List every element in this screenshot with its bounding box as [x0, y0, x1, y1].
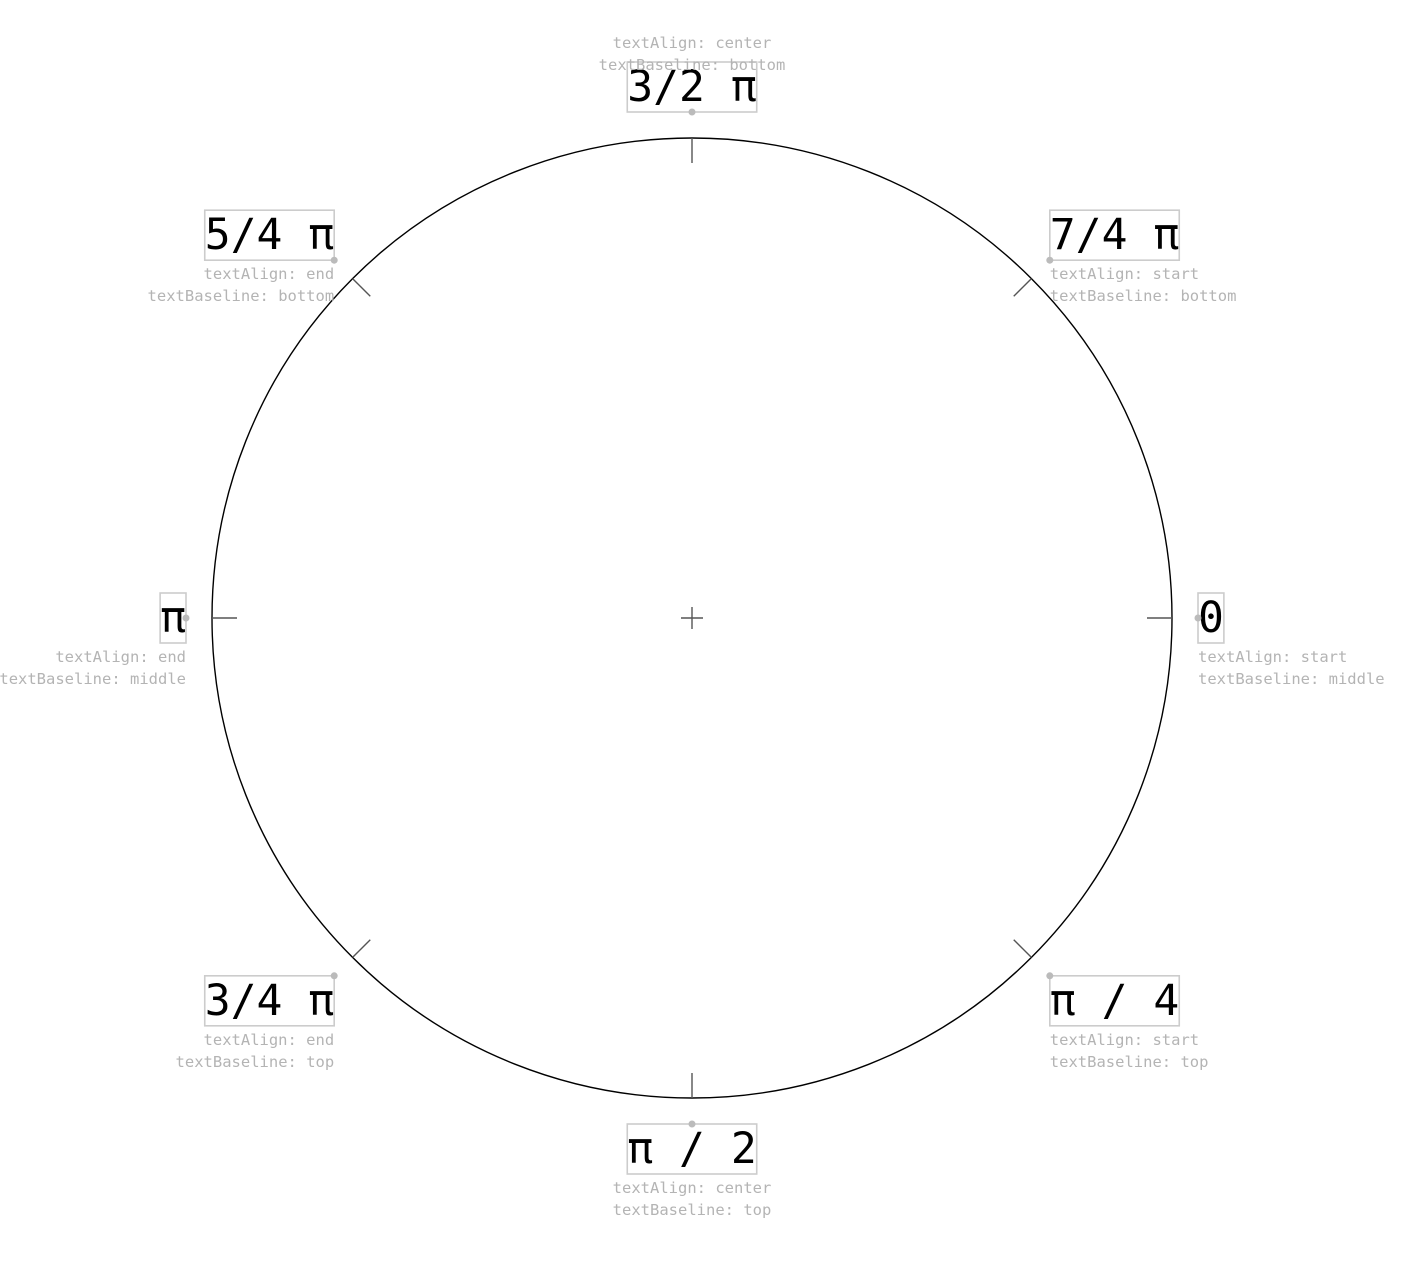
note-angle-3-2-pi-line-2: textBaseline: bottom [599, 56, 786, 74]
label-group-angle-3-4-pi: 3/4 π textAlign: end textBaseline: top [176, 972, 338, 1071]
note-angle-pi-over-2-line-1: textAlign: center [613, 1179, 772, 1197]
angle-labels: 0 textAlign: start textBaseline: middle π /… [0, 34, 1385, 1219]
anchor-dot-angle-3-2-pi [688, 108, 696, 116]
angle-label-angle-5-4-pi: 5/4 π [205, 210, 334, 260]
label-group-angle-3-2-pi: 3/2 π textAlign: center textBaseline: bott… [599, 34, 786, 116]
angle-label-angle-pi-over-4: π / 4 [1050, 976, 1179, 1026]
note-angle-5-4-pi-line-1: textAlign: end [204, 265, 335, 283]
angle-label-angle-pi-over-2: π / 2 [627, 1124, 756, 1174]
note-angle-7-4-pi-line-2: textBaseline: bottom [1050, 287, 1237, 305]
angle-label-angle-0: 0 [1198, 593, 1224, 643]
note-angle-3-4-pi-line-2: textBaseline: top [176, 1053, 335, 1071]
tick-angle-5-4-pi [352, 278, 371, 297]
label-box-angle-7-4-pi [1049, 209, 1181, 261]
label-group-angle-7-4-pi: 7/4 π textAlign: start textBaseline: botto… [1046, 209, 1237, 305]
label-group-angle-pi: π textAlign: end textBaseline: middle [0, 592, 190, 688]
note-angle-5-4-pi-line-2: textBaseline: bottom [148, 287, 335, 305]
anchor-dot-angle-5-4-pi [330, 256, 338, 264]
note-angle-0-line-2: textBaseline: middle [1198, 670, 1385, 688]
anchor-dot-angle-7-4-pi [1046, 256, 1054, 264]
label-group-angle-pi-over-2: π / 2 textAlign: center textBaseline: top [613, 1120, 772, 1219]
note-angle-3-2-pi-line-1: textAlign: center [613, 34, 772, 52]
note-angle-pi-over-2-line-2: textBaseline: top [613, 1201, 772, 1219]
label-group-angle-0: 0 textAlign: start textBaseline: middle [1194, 592, 1385, 688]
note-angle-pi-line-2: textBaseline: middle [0, 670, 186, 688]
center-crosshair [681, 607, 703, 629]
anchor-dot-angle-pi-over-2 [688, 1120, 696, 1128]
angle-label-angle-3-2-pi: 3/2 π [627, 62, 756, 112]
anchor-dot-angle-3-4-pi [330, 972, 338, 980]
anchor-dot-angle-pi [182, 614, 190, 622]
angle-label-angle-3-4-pi: 3/4 π [205, 976, 334, 1026]
label-group-angle-5-4-pi: 5/4 π textAlign: end textBaseline: bottom [148, 209, 338, 305]
note-angle-pi-over-4-line-2: textBaseline: top [1050, 1053, 1209, 1071]
anchor-dot-angle-0 [1194, 614, 1202, 622]
tick-angle-pi-over-4 [1013, 939, 1032, 958]
note-angle-pi-line-1: textAlign: end [55, 648, 186, 666]
note-angle-7-4-pi-line-1: textAlign: start [1050, 265, 1199, 283]
note-angle-3-4-pi-line-1: textAlign: end [204, 1031, 335, 1049]
label-box-angle-pi-over-4 [1049, 974, 1181, 1027]
note-angle-pi-over-4-line-1: textAlign: start [1050, 1031, 1199, 1049]
anchor-dot-angle-pi-over-4 [1046, 972, 1054, 980]
angle-label-angle-pi: π [160, 593, 186, 643]
label-box-angle-3-4-pi [203, 974, 335, 1027]
tick-angle-3-4-pi [352, 939, 371, 958]
label-box-angle-5-4-pi [203, 209, 335, 261]
angle-label-angle-7-4-pi: 7/4 π [1050, 210, 1179, 260]
note-angle-0-line-1: textAlign: start [1198, 648, 1347, 666]
label-group-angle-pi-over-4: π / 4 textAlign: start textBaseline: top [1046, 972, 1208, 1071]
tick-marks [212, 138, 1172, 1098]
tick-angle-7-4-pi [1013, 278, 1032, 297]
